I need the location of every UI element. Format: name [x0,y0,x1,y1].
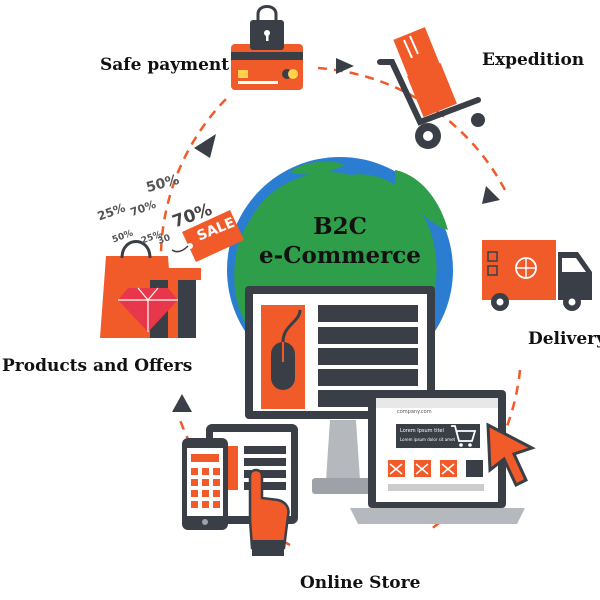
arrow-to-delivery [482,186,500,204]
cycle-arrows [172,58,500,412]
shopping-cart-icon [451,425,477,447]
stage-label-delivery: Delivery [528,329,600,349]
credit-card-icon [231,44,303,90]
laptop [350,390,525,524]
center-title-line1: B2C [313,213,367,240]
cursor-arrow-icon [486,422,536,488]
arrow-to-products [172,394,192,412]
sale-tag-shape [171,210,244,262]
arrow-to-expedition [336,58,354,74]
smartphone [182,438,228,530]
arrow-to-payment [194,134,216,158]
pointer-hand-icon [248,468,290,556]
laptop-screen-headline: Lorem Ipsum titel [400,428,444,434]
center-title-line2: e-Commerce [259,242,421,269]
desktop-monitor [245,286,435,494]
stage-label-online-store: Online Store [300,573,421,593]
computer-mouse-icon [271,309,302,390]
stage-label-expedition: Expedition [482,50,585,70]
stage-label-products-offers: Products and Offers [2,356,193,376]
diamond-icon [118,287,178,332]
hand-truck-icon [377,27,485,149]
laptop-screen-subline: Lorem ipsum dolor sit amet [400,437,456,442]
stage-label-safe-payment: Safe payment [100,55,230,75]
delivery-truck-icon [482,240,592,311]
lock-icon [250,5,284,50]
laptop-screen-brand: company.com [397,409,432,415]
